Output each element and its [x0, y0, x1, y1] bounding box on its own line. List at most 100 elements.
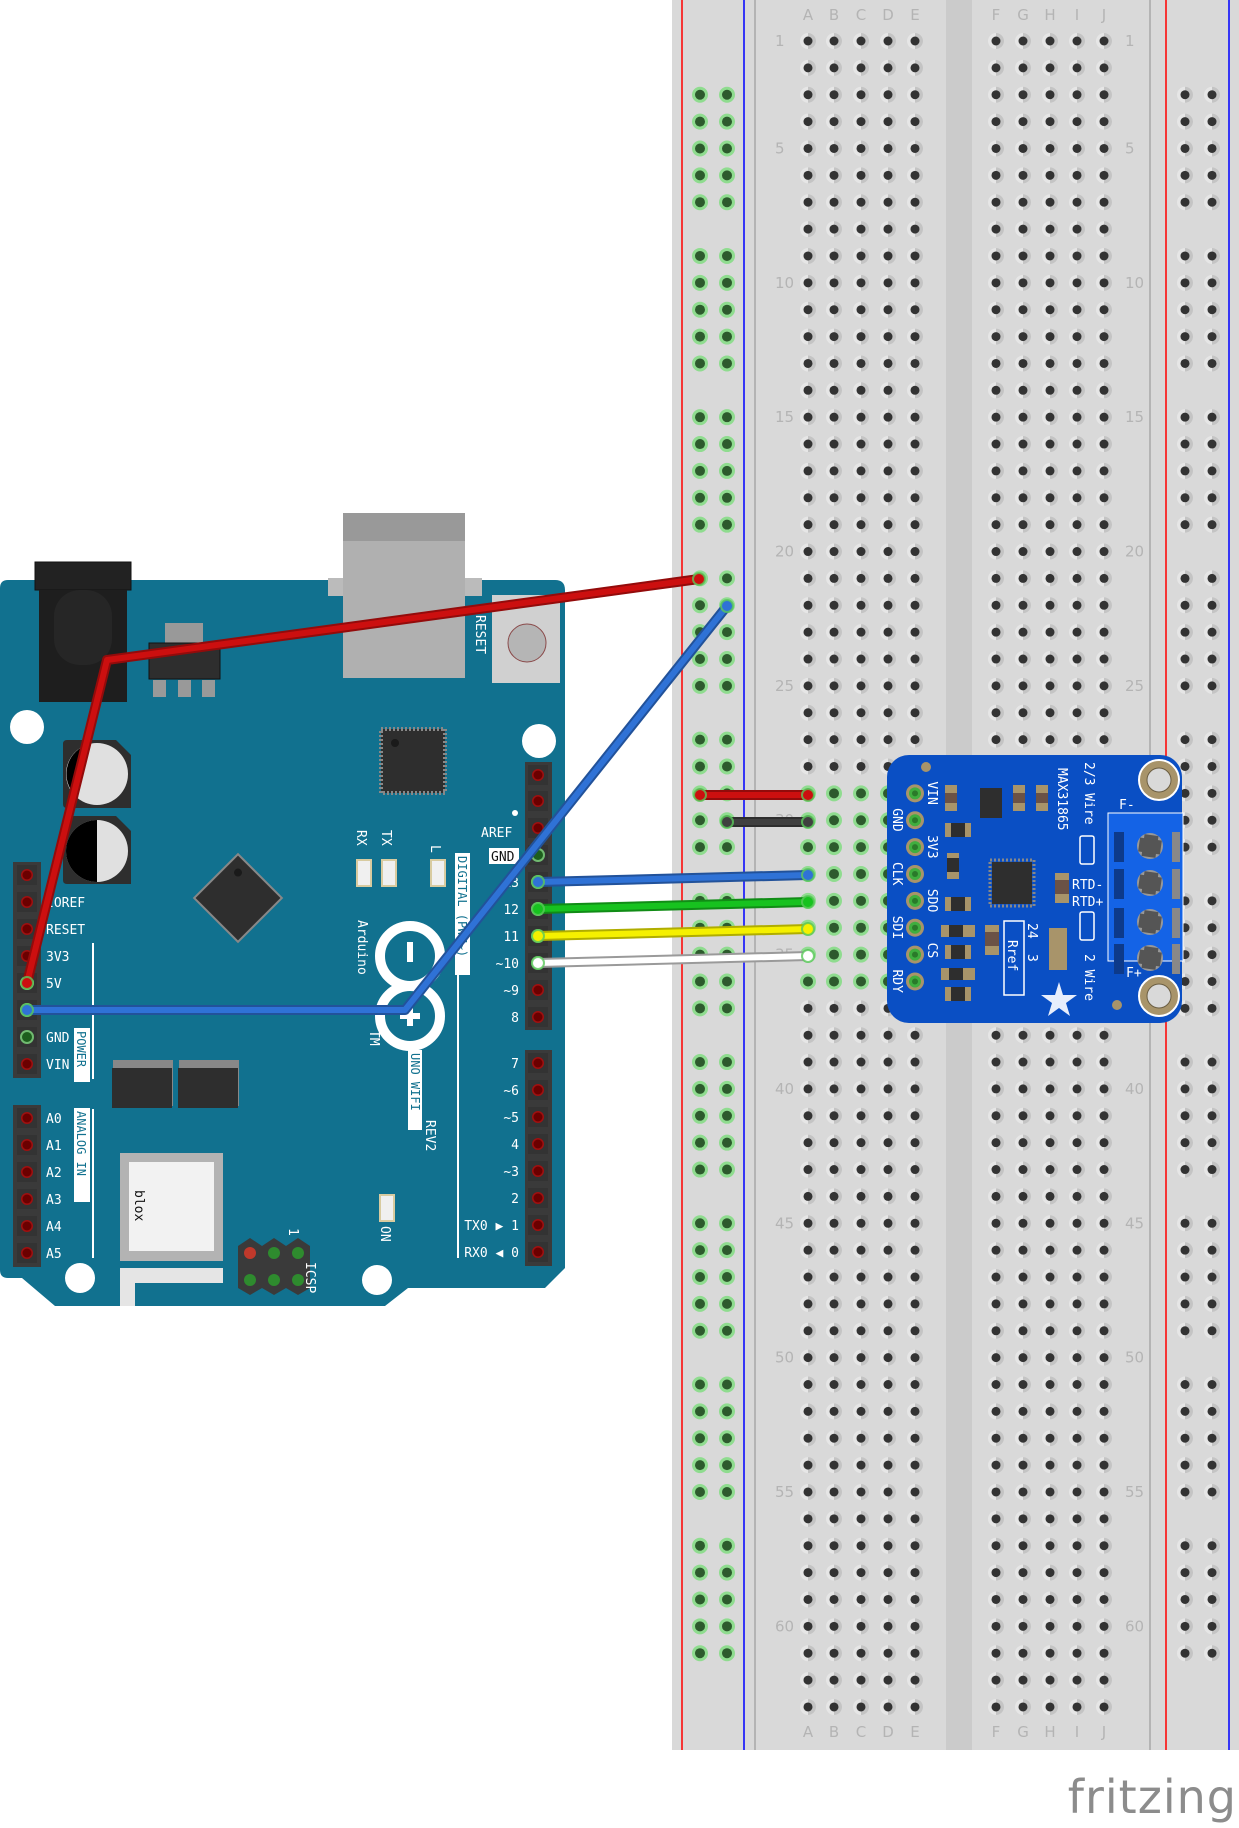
hole-C33[interactable]: [856, 895, 866, 906]
hole-H22[interactable]: [1045, 600, 1055, 610]
hole-I16[interactable]: [1072, 439, 1082, 449]
hole-F17[interactable]: [991, 466, 1001, 476]
hole-J53[interactable]: [1099, 1433, 1109, 1443]
hole-H56[interactable]: [1045, 1514, 1055, 1524]
hole-B5[interactable]: [829, 143, 839, 153]
wire-endpoint[interactable]: [720, 599, 734, 613]
hole-D13[interactable]: [883, 358, 893, 368]
hole-J21[interactable]: [1099, 573, 1109, 583]
rail-hole-right[interactable]: [1180, 1594, 1190, 1604]
hole-J62[interactable]: [1099, 1675, 1109, 1685]
hole-A27[interactable]: [803, 735, 813, 745]
hole-C58[interactable]: [856, 1568, 866, 1578]
hole-B12[interactable]: [829, 332, 839, 342]
hole-F1[interactable]: [991, 36, 1001, 46]
rail-hole-right[interactable]: [1207, 278, 1217, 288]
hole-C55[interactable]: [856, 1487, 866, 1497]
hole-G5[interactable]: [1018, 143, 1028, 153]
hole-J58[interactable]: [1099, 1568, 1109, 1578]
rail-hole-left[interactable]: [695, 1648, 705, 1659]
hole-I6[interactable]: [1072, 170, 1082, 180]
hole-G55[interactable]: [1018, 1487, 1028, 1497]
hole-J61[interactable]: [1099, 1648, 1109, 1658]
rail-hole-right[interactable]: [1180, 788, 1190, 798]
hole-C19[interactable]: [856, 520, 866, 530]
hole-I2[interactable]: [1072, 63, 1082, 73]
hole-F5[interactable]: [991, 143, 1001, 153]
rail-hole-right[interactable]: [1207, 305, 1217, 315]
hole-D57[interactable]: [883, 1541, 893, 1551]
digital-pin[interactable]: [533, 796, 543, 806]
wire-endpoint[interactable]: [20, 976, 34, 990]
hole-I17[interactable]: [1072, 466, 1082, 476]
hole-F51[interactable]: [991, 1380, 1001, 1389]
hole-G15[interactable]: [1018, 412, 1028, 422]
hole-B49[interactable]: [829, 1326, 839, 1336]
digital-pin[interactable]: [533, 770, 543, 780]
rail-hole-right[interactable]: [1207, 923, 1217, 933]
rail-hole-right[interactable]: [1180, 1111, 1190, 1121]
hole-F15[interactable]: [991, 412, 1001, 422]
hole-D45[interactable]: [883, 1218, 893, 1228]
hole-C43[interactable]: [856, 1165, 866, 1175]
hole-I14[interactable]: [1072, 385, 1082, 395]
hole-C53[interactable]: [856, 1433, 866, 1443]
reset-button-cap[interactable]: [507, 623, 547, 663]
rail-hole-left[interactable]: [722, 197, 732, 208]
hole-G11[interactable]: [1018, 305, 1028, 315]
hole-G45[interactable]: [1018, 1218, 1028, 1228]
rail-hole-right[interactable]: [1207, 466, 1217, 476]
hole-D63[interactable]: [883, 1702, 893, 1712]
hole-G58[interactable]: [1018, 1568, 1028, 1578]
rail-hole-left[interactable]: [722, 680, 732, 691]
hole-D17[interactable]: [883, 466, 893, 476]
hole-I22[interactable]: [1072, 600, 1082, 610]
hole-H1[interactable]: [1045, 36, 1055, 46]
hole-B33[interactable]: [829, 895, 839, 906]
hole-B41[interactable]: [829, 1111, 839, 1121]
hole-A48[interactable]: [803, 1299, 813, 1309]
rail-hole-right[interactable]: [1207, 1272, 1217, 1282]
hole-H61[interactable]: [1045, 1648, 1055, 1658]
hole-H18[interactable]: [1045, 493, 1055, 503]
wire-endpoint[interactable]: [801, 949, 815, 963]
hole-A39[interactable]: [803, 1057, 813, 1067]
wire-endpoint[interactable]: [531, 956, 545, 970]
rail-hole-right[interactable]: [1180, 1326, 1190, 1336]
hole-J56[interactable]: [1099, 1514, 1109, 1524]
rail-hole-left[interactable]: [722, 1433, 732, 1444]
rail-hole-left[interactable]: [695, 1621, 705, 1632]
hole-F46[interactable]: [991, 1245, 1001, 1255]
hole-C13[interactable]: [856, 358, 866, 368]
hole-H45[interactable]: [1045, 1218, 1055, 1228]
hole-H27[interactable]: [1045, 735, 1055, 745]
hole-E15[interactable]: [910, 412, 920, 422]
analog-pin[interactable]: [22, 1167, 32, 1177]
hole-H15[interactable]: [1045, 412, 1055, 422]
digital-pin[interactable]: [533, 1012, 543, 1022]
hole-B56[interactable]: [829, 1514, 839, 1524]
hole-E22[interactable]: [910, 600, 920, 610]
hole-J18[interactable]: [1099, 493, 1109, 503]
hole-J1[interactable]: [1099, 36, 1109, 46]
hole-E56[interactable]: [910, 1514, 920, 1524]
rail-hole-left[interactable]: [722, 1648, 732, 1659]
power-pin[interactable]: [22, 924, 32, 934]
hole-E39[interactable]: [910, 1057, 920, 1067]
hole-J63[interactable]: [1099, 1702, 1109, 1712]
rail-hole-left[interactable]: [695, 1460, 705, 1471]
rail-hole-right[interactable]: [1207, 117, 1217, 127]
hole-B42[interactable]: [829, 1138, 839, 1148]
rail-hole-right[interactable]: [1207, 573, 1217, 583]
rail-hole-left[interactable]: [722, 1540, 732, 1551]
hole-H60[interactable]: [1045, 1621, 1055, 1631]
rail-hole-left[interactable]: [695, 1594, 705, 1605]
hole-B2[interactable]: [829, 63, 839, 73]
rail-hole-right[interactable]: [1180, 1084, 1190, 1094]
hole-H58[interactable]: [1045, 1568, 1055, 1578]
hole-I3[interactable]: [1072, 90, 1082, 100]
rail-hole-right[interactable]: [1180, 1272, 1190, 1282]
rail-hole-left[interactable]: [695, 1083, 705, 1094]
rail-hole-left[interactable]: [722, 412, 732, 423]
